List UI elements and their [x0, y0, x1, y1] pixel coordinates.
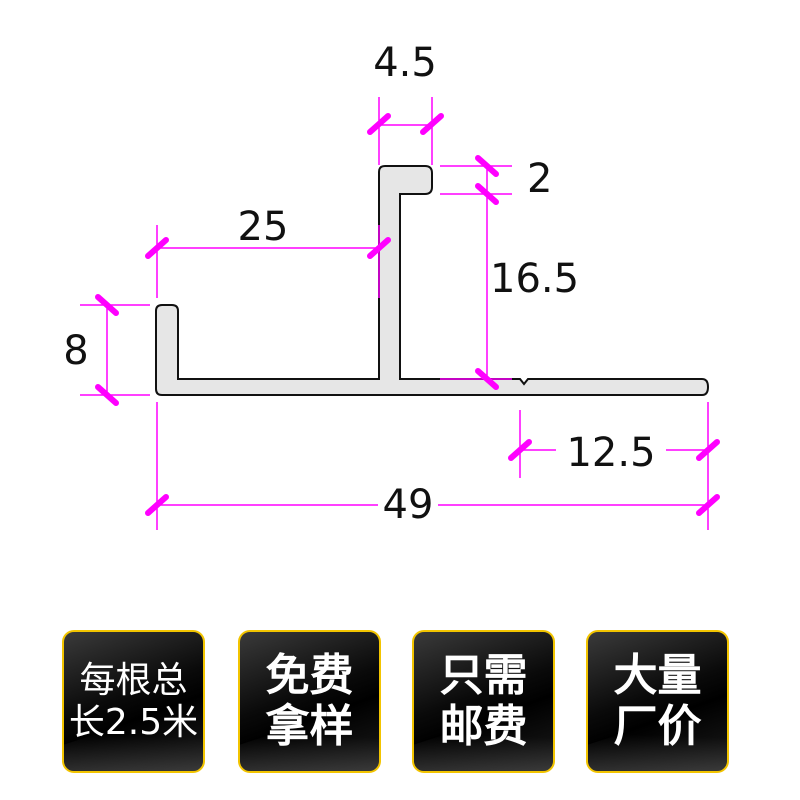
badge-factory-price: 大量 厂价 [586, 630, 729, 773]
badge-postage-only-line1: 只需 [439, 649, 528, 701]
badge-free-sample-line2: 拿样 [265, 700, 354, 752]
label-49-bg [378, 488, 438, 522]
dim-label-8: 8 [63, 328, 88, 374]
badge-free-sample: 免费 拿样 [238, 630, 381, 773]
dim-label-12-5: 12.5 [566, 430, 655, 476]
badge-postage-only: 只需 邮费 [412, 630, 555, 773]
badge-factory-price-line2: 厂价 [613, 700, 702, 752]
badge-length: 每根总 长2.5米 [62, 630, 205, 773]
badge-free-sample-line1: 免费 [265, 649, 354, 701]
dim-label-2: 2 [527, 156, 552, 202]
dim-label-25: 25 [238, 204, 289, 250]
dim-label-49: 49 [383, 482, 434, 528]
badge-length-line2: 长2.5米 [68, 701, 199, 743]
badge-postage-only-line2: 邮费 [439, 700, 528, 752]
feature-badges: 每根总 长2.5米 免费 拿样 只需 邮费 大量 厂价 [0, 630, 800, 775]
dimension-ticks [95, 113, 720, 516]
badge-factory-price-line1: 大量 [613, 649, 702, 701]
dim-label-16-5: 16.5 [490, 256, 579, 302]
profile-dimension-diagram: 4.5 2 16.5 25 8 12.5 49 [63, 40, 720, 530]
dim-label-4-5: 4.5 [373, 40, 437, 86]
aluminum-profile-shape [155, 165, 710, 396]
badge-length-line1: 每根总 [79, 660, 188, 702]
label-12-5-bg [556, 432, 666, 468]
